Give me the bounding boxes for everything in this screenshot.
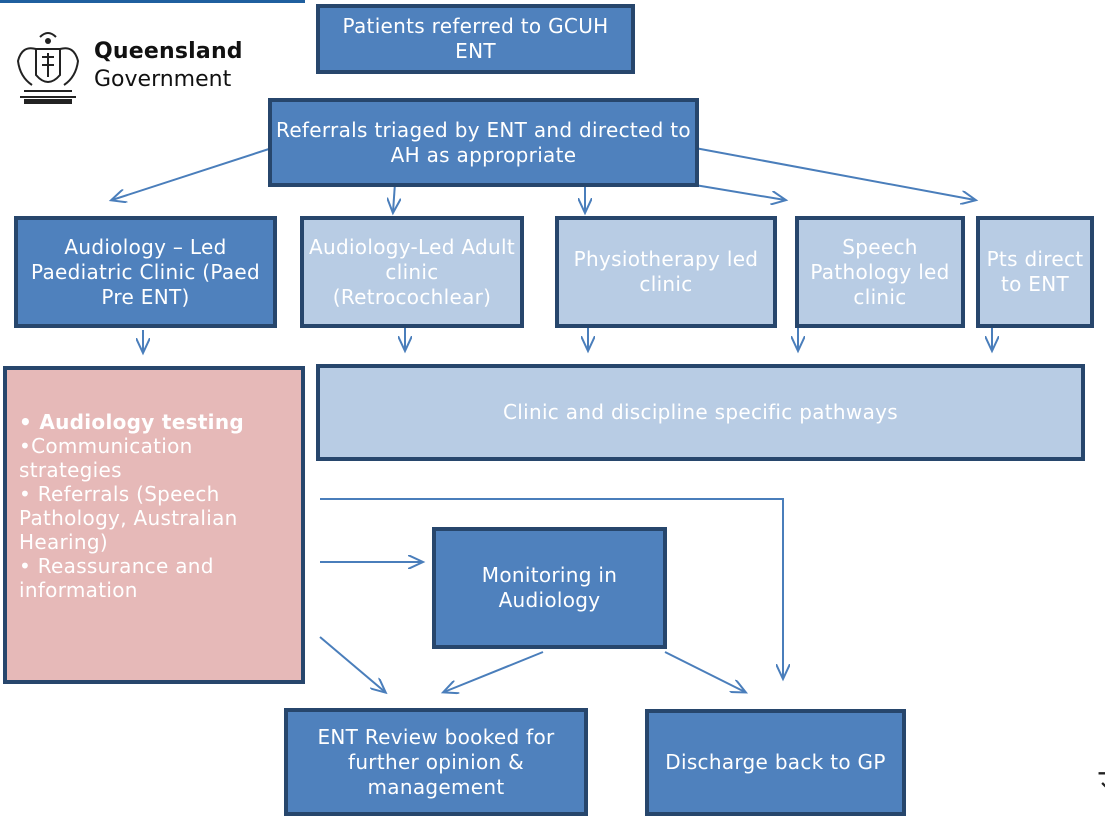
box-ent-review: ENT Review booked for further opinion & …	[284, 708, 588, 816]
box-speech-clinic-label: Speech Pathology led clinic	[810, 234, 950, 309]
paed-pathway-list: • Audiology testing •Communication strat…	[7, 370, 301, 602]
box-referrals-triaged-label: Referrals triaged by ENT and directed to…	[276, 117, 691, 167]
box-adult-clinic: Audiology-Led Adult clinic (Retrocochlea…	[300, 216, 524, 328]
box-discharge: Discharge back to GP	[645, 709, 906, 816]
arrow-triage-to-speech	[694, 184, 785, 200]
box-paed-clinic-label: Audiology – Led Paediatric Clinic (Paed …	[31, 234, 260, 309]
box-direct-ent-label: Pts direct to ENT	[986, 247, 1084, 296]
box-patients-referred-label: Patients referred to GCUH ENT	[342, 14, 609, 63]
arrow-triage-to-adult	[393, 182, 395, 212]
arrow-paed-to-discharge	[320, 498, 783, 678]
queensland-government-logo: Queensland Government	[4, 19, 246, 112]
coat-of-arms-icon	[16, 32, 80, 104]
list-item-reassurance: • Reassurance and information	[19, 554, 214, 602]
top-accent-line	[0, 0, 305, 3]
box-paed-pathway-list: • Audiology testing •Communication strat…	[3, 366, 305, 684]
logo-text-queensland: Queensland	[94, 39, 243, 64]
arrow-triage-to-paed	[112, 147, 273, 200]
box-adult-clinic-label: Audiology-Led Adult clinic (Retrocochlea…	[309, 234, 515, 309]
box-physio-clinic: Physiotherapy led clinic	[555, 216, 777, 328]
box-discipline-pathways-label: Clinic and discipline specific pathways	[503, 400, 898, 424]
box-physio-clinic-label: Physiotherapy led clinic	[573, 247, 759, 296]
box-paed-clinic: Audiology – Led Paediatric Clinic (Paed …	[14, 216, 277, 328]
box-ent-review-label: ENT Review booked for further opinion & …	[317, 724, 555, 799]
box-discipline-pathways: Clinic and discipline specific pathways	[316, 364, 1085, 461]
box-monitoring: Monitoring in Audiology	[432, 527, 667, 649]
arrow-paed-to-ent-review	[319, 636, 385, 692]
list-item-communication: •Communication strategies	[19, 434, 193, 482]
logo-text-government: Government	[94, 67, 232, 92]
corner-glyph-icon: ↴	[1092, 763, 1105, 796]
box-monitoring-label: Monitoring in Audiology	[481, 563, 618, 612]
box-referrals-triaged: Referrals triaged by ENT and directed to…	[268, 98, 699, 187]
arrow-monitoring-to-ent-review	[444, 651, 544, 692]
arrow-triage-to-ent	[694, 147, 975, 200]
box-direct-ent: Pts direct to ENT	[976, 216, 1094, 328]
box-speech-clinic: Speech Pathology led clinic	[795, 216, 965, 328]
arrow-monitoring-to-discharge	[664, 651, 745, 692]
box-patients-referred: Patients referred to GCUH ENT	[316, 4, 635, 74]
list-item-audiology-testing: • Audiology testing	[19, 410, 244, 434]
list-item-referrals: • Referrals (Speech Pathology, Australia…	[19, 482, 238, 554]
box-discharge-label: Discharge back to GP	[665, 750, 886, 774]
